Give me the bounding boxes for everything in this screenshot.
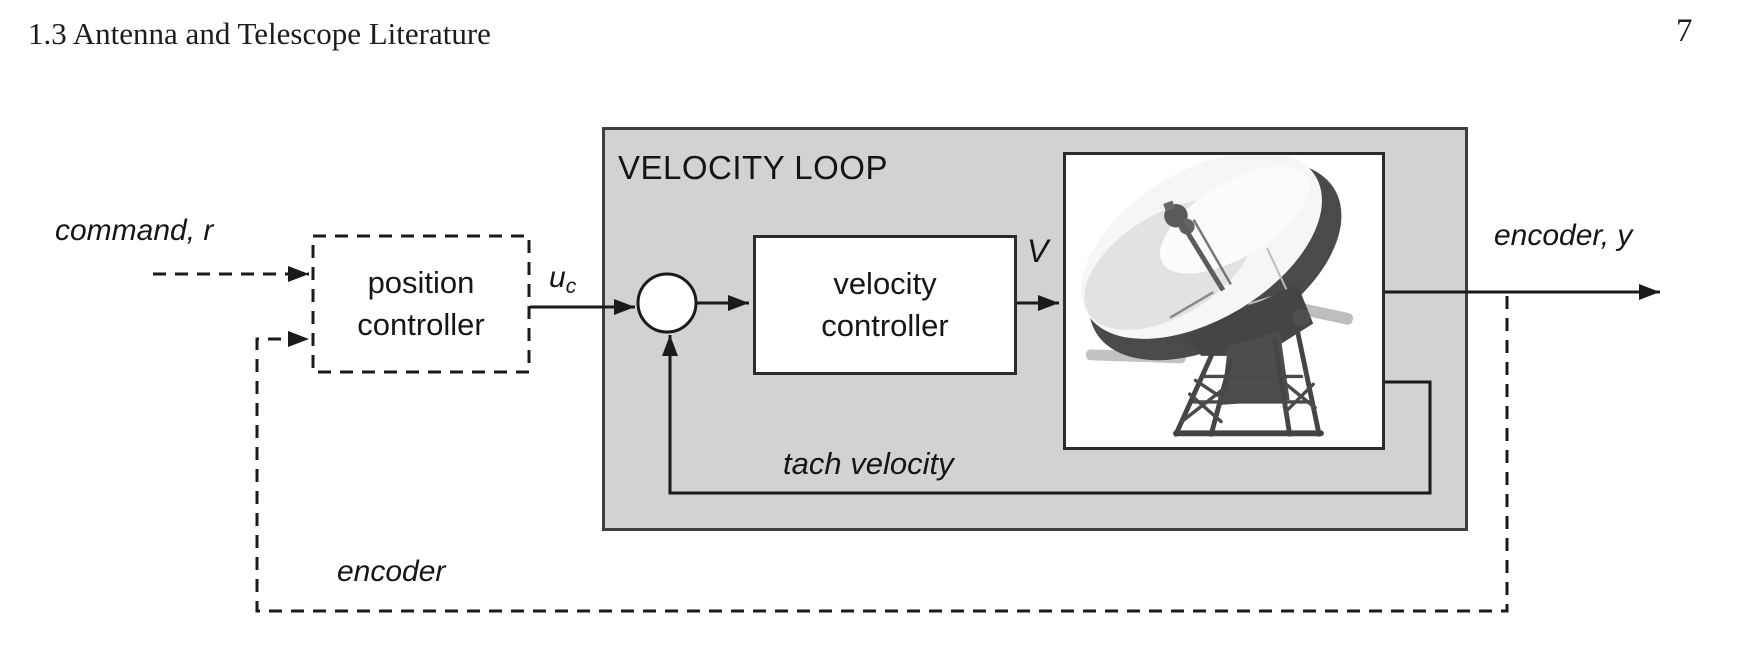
- velocity-controller-label-line2: controller: [821, 308, 949, 343]
- antenna-photo: [1080, 155, 1354, 437]
- position-controller-label-line1: position: [367, 265, 475, 300]
- uc-signal-label: uc: [549, 261, 576, 299]
- velocity-signal-label: V: [1027, 233, 1049, 269]
- antenna-plant-block: [1063, 152, 1385, 450]
- section-heading: 1.3 Antenna and Telescope Literature: [28, 16, 491, 51]
- position-controller-block: position controller: [312, 235, 530, 373]
- velocity-controller-block: velocity controller: [753, 235, 1017, 375]
- encoder-feedback-label: encoder: [337, 555, 446, 588]
- page-number: 7: [1676, 13, 1693, 49]
- uc-symbol: u: [549, 261, 566, 294]
- velocity-loop-title: VELOCITY LOOP: [618, 149, 888, 186]
- velocity-controller-label-line1: velocity: [833, 266, 937, 301]
- position-controller-label-line2: controller: [357, 307, 485, 342]
- command-signal-label: command, r: [55, 214, 214, 247]
- tach-velocity-label: tach velocity: [783, 446, 954, 481]
- output-signal-label: encoder, y: [1494, 219, 1633, 252]
- uc-subscript: c: [565, 275, 577, 298]
